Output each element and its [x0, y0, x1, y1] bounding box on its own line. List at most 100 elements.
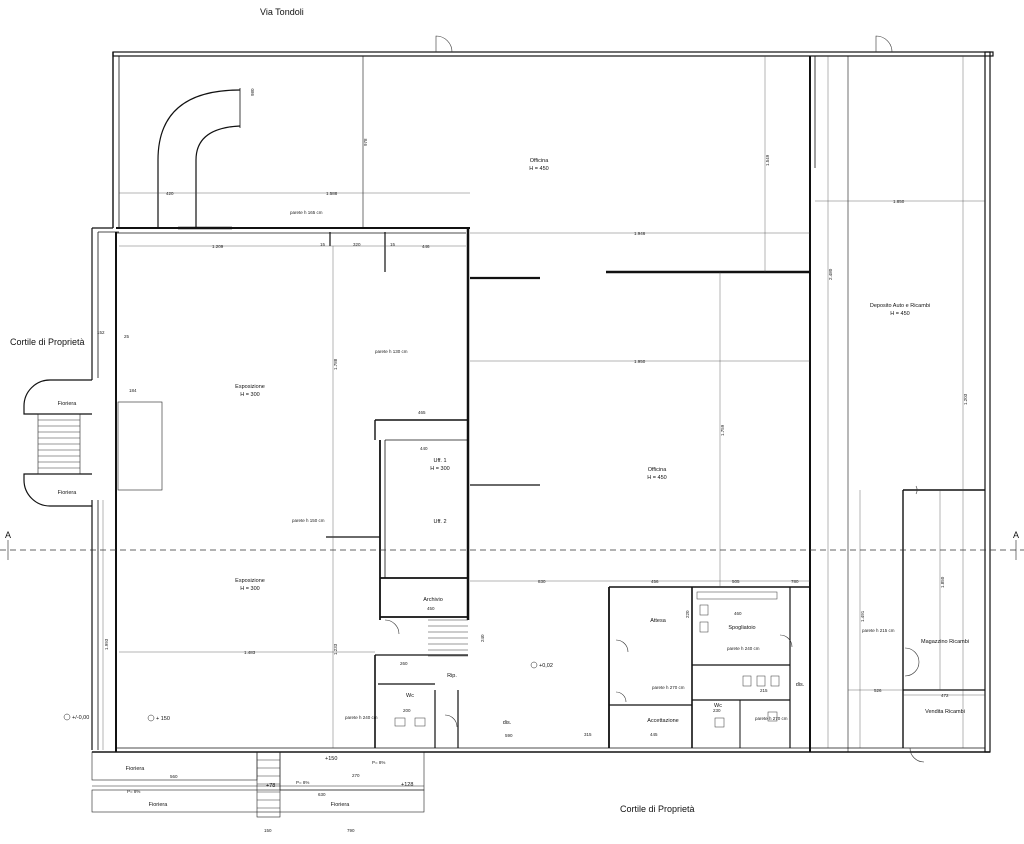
- dim: 1.233: [333, 643, 338, 655]
- dim: 1.483: [244, 650, 256, 655]
- level-1: +0,02: [539, 663, 553, 669]
- dim: 240: [480, 634, 485, 642]
- dim: 590: [505, 733, 513, 738]
- level-2: +/-0,00: [72, 715, 89, 721]
- dim: 1.946: [634, 231, 646, 236]
- note: parete h 130 cm: [375, 349, 408, 354]
- dim: 505: [732, 579, 740, 584]
- room-fioriera-4: Fioriera: [149, 802, 169, 808]
- room-labels: Officina H = 450 Officina H = 450 Deposi…: [58, 158, 969, 808]
- dim: 440: [420, 446, 428, 451]
- dim: 450: [427, 606, 435, 611]
- note: parete h 240 cm: [345, 715, 378, 720]
- note: parete h 240 cm: [727, 646, 760, 651]
- dim: 270: [352, 773, 360, 778]
- room-deposito-height: H = 450: [890, 311, 909, 317]
- dim: 630: [318, 792, 326, 797]
- room-officina-top: Officina: [530, 158, 549, 164]
- outer-walls: [91, 51, 994, 753]
- dim: 1.788: [333, 358, 338, 370]
- wall-north: [112, 51, 994, 57]
- note: parete h 150 cm: [292, 518, 325, 523]
- dim: 25: [124, 334, 130, 339]
- dim: 220: [685, 610, 690, 618]
- dim: 184: [129, 388, 137, 393]
- slope-3: P= 8%: [372, 760, 385, 765]
- dim: 465: [418, 410, 426, 415]
- dim: 1.850: [893, 199, 905, 204]
- room-fioriera-3: Fioriera: [126, 766, 146, 772]
- dim: 978: [363, 138, 368, 146]
- room-wc-left: Wc: [406, 693, 414, 699]
- slope-2: P= 8%: [296, 780, 309, 785]
- level-6: +128: [401, 782, 413, 788]
- room-dis-right: dis.: [796, 682, 805, 688]
- dim: 1.759: [720, 424, 725, 436]
- dim: 1.203: [963, 393, 968, 405]
- room-uff2: Uff. 2: [433, 519, 446, 525]
- room-fioriera-5: Fioriera: [331, 802, 351, 808]
- dim: 320: [353, 242, 361, 247]
- room-deposito: Deposito Auto e Ricambi: [870, 303, 930, 309]
- dim: 200: [403, 708, 411, 713]
- room-vendita: Vendita Ricambi: [925, 709, 965, 715]
- dim: 150: [264, 828, 272, 833]
- level-5: +78: [266, 783, 275, 789]
- dim: 1.850: [940, 576, 945, 588]
- dim: 15: [390, 242, 396, 247]
- dim: 445: [650, 732, 658, 737]
- dim: 215: [760, 688, 768, 693]
- dim: 526: [874, 688, 882, 693]
- room-spogliatoio: Spogliatoio: [728, 625, 755, 631]
- courtyard-bottom-label: Cortile di Proprietà: [620, 804, 695, 814]
- wall-notes: parete h 165 cm parete h 130 cm parete h…: [290, 210, 895, 721]
- dim: 472: [941, 693, 949, 698]
- room-uff1: Uff. 1: [433, 458, 446, 464]
- left-entrance: [23, 379, 163, 507]
- room-fioriera-2: Fioriera: [58, 490, 78, 496]
- slope-1: P= 8%: [127, 789, 140, 794]
- room-esposizione-top: Esposizione: [235, 384, 265, 390]
- room-esposizione-top-height: H = 300: [240, 392, 259, 398]
- vertical-dimension-texts: 1.788 1.233 1.993 2.480 1.203 1.850 1.49…: [104, 88, 968, 655]
- dim: 1.950: [634, 359, 646, 364]
- sanitary-fixtures: [394, 591, 780, 728]
- bottom-terrace: [91, 751, 425, 818]
- level-3: + 150: [156, 716, 170, 722]
- room-archivio: Archivio: [423, 597, 443, 603]
- note: parete h 165 cm: [290, 210, 323, 215]
- room-wc-right: Wc: [714, 703, 722, 709]
- room-magazzino: Magazzino Ricambi: [921, 639, 969, 645]
- room-attesa: Attesa: [650, 618, 667, 624]
- dim: 260: [400, 661, 408, 666]
- dim: 1.209: [212, 244, 224, 249]
- room-officina-mid: Officina: [648, 467, 667, 473]
- dim: 1.993: [104, 638, 109, 650]
- dim: 1.549: [765, 154, 770, 166]
- dim: 1.491: [860, 610, 865, 622]
- room-uff1-height: H = 300: [430, 466, 449, 472]
- dim: 15: [320, 242, 326, 247]
- note: parete h 215 cm: [862, 628, 895, 633]
- door-swings: [384, 35, 925, 763]
- note: parete h 270 cm: [652, 685, 685, 690]
- section-mark-right: A: [1013, 530, 1019, 540]
- dim: 2.480: [828, 268, 833, 280]
- room-officina-top-height: H = 450: [529, 166, 548, 172]
- street-label: Via Tondoli: [260, 7, 304, 17]
- courtyard-left-label: Cortile di Proprietà: [10, 337, 85, 347]
- level-4: +150: [325, 756, 337, 762]
- dim: 420: [166, 191, 174, 196]
- dimension-texts: 420 1.588 1.209 15 320 15 446 1.946 1.85…: [97, 191, 949, 833]
- internal-walls: [157, 56, 985, 748]
- dim: 460: [734, 611, 742, 616]
- section-mark-left: A: [5, 530, 11, 540]
- dim: 456: [651, 579, 659, 584]
- dim: 830: [538, 579, 546, 584]
- room-officina-mid-height: H = 450: [647, 475, 666, 481]
- wall-east: [984, 51, 991, 753]
- dim: 1.588: [326, 191, 338, 196]
- level-markers: +0,02 +/-0,00 + 150 +150 +78 +128 P= 8% …: [63, 661, 553, 794]
- dim: 980: [250, 88, 255, 96]
